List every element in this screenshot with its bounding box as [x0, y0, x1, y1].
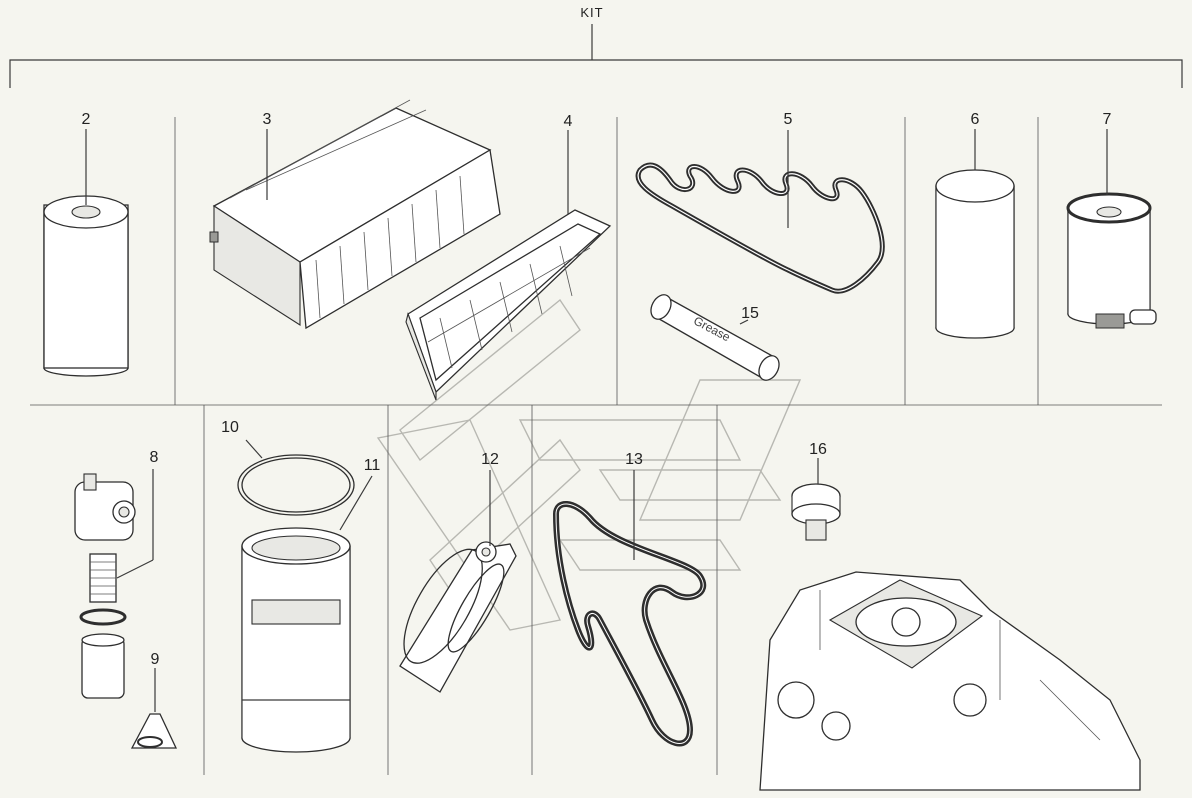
label-part-4: 4 — [564, 113, 573, 130]
label-part-5: 5 — [784, 111, 793, 128]
part-2-oil-filter[interactable] — [43, 129, 129, 377]
label-part-16: 16 — [809, 441, 827, 458]
part-13-drive-belt[interactable] — [552, 470, 707, 747]
label-part-10: 10 — [221, 419, 239, 436]
section-dividers — [30, 117, 1162, 775]
label-part-3: 3 — [263, 111, 272, 128]
part-5-gasket[interactable] — [635, 130, 885, 294]
label-part-8: 8 — [150, 449, 159, 466]
part-labels: 2 3 4 5 6 7 8 9 10 11 12 13 15 16 — [82, 111, 1112, 668]
label-part-2: 2 — [82, 111, 91, 128]
part-16-filler-cap[interactable] — [791, 458, 841, 541]
part-15-grease-tube[interactable]: Grease — [647, 291, 783, 383]
label-part-11: 11 — [364, 457, 381, 474]
label-part-7: 7 — [1103, 111, 1112, 128]
part-3-air-filter[interactable] — [209, 99, 501, 330]
part-11-liner[interactable] — [241, 475, 373, 753]
label-part-15: 15 — [741, 305, 759, 322]
kit-label: KIT — [580, 5, 603, 20]
label-part-6: 6 — [971, 111, 980, 128]
part-9-seal-kit[interactable] — [130, 668, 178, 749]
part-12-thermostat[interactable] — [389, 470, 517, 693]
part-7-separator-filter[interactable] — [1066, 129, 1157, 329]
label-part-9: 9 — [151, 651, 160, 668]
label-part-13: 13 — [625, 451, 643, 468]
part-6-fuel-filter[interactable] — [935, 129, 1015, 339]
part-4-cabin-filter[interactable] — [405, 130, 612, 401]
label-part-12: 12 — [481, 451, 499, 468]
part-10-o-ring[interactable] — [237, 439, 355, 516]
part-8-filter-housing[interactable] — [74, 469, 154, 699]
kit-bracket: KIT — [9, 5, 1183, 88]
engine-block — [759, 571, 1141, 791]
